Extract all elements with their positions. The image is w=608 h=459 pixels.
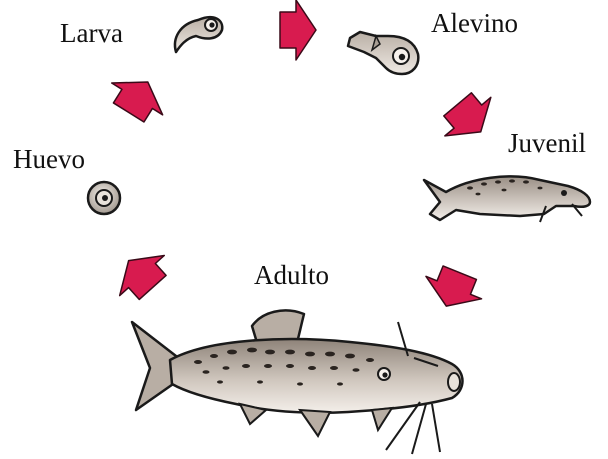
arrow-huevo-to-larva (103, 66, 173, 128)
arrow-alevino-to-juvenil (435, 85, 504, 151)
arrow-juvenil-to-adulto (418, 261, 487, 317)
label-larva: Larva (60, 20, 123, 47)
larva-icon (175, 17, 222, 52)
egg-icon (88, 182, 120, 214)
arrow-larva-to-alevino (280, 0, 316, 60)
fry-fish-icon (348, 32, 418, 74)
label-alevino: Alevino (431, 10, 518, 37)
arrow-adulto-to-huevo (106, 241, 175, 308)
cycle-arrow-icon (418, 261, 487, 317)
cycle-arrow-icon (435, 85, 504, 151)
label-adulto: Adulto (254, 262, 329, 289)
cycle-arrow-icon (103, 66, 173, 128)
label-juvenil: Juvenil (508, 130, 586, 157)
label-huevo: Huevo (13, 146, 85, 173)
juvenile-catfish-icon (424, 176, 590, 222)
cycle-arrow-icon (106, 241, 175, 308)
cycle-arrow-icon (280, 0, 316, 60)
adult-catfish-icon (132, 310, 463, 454)
